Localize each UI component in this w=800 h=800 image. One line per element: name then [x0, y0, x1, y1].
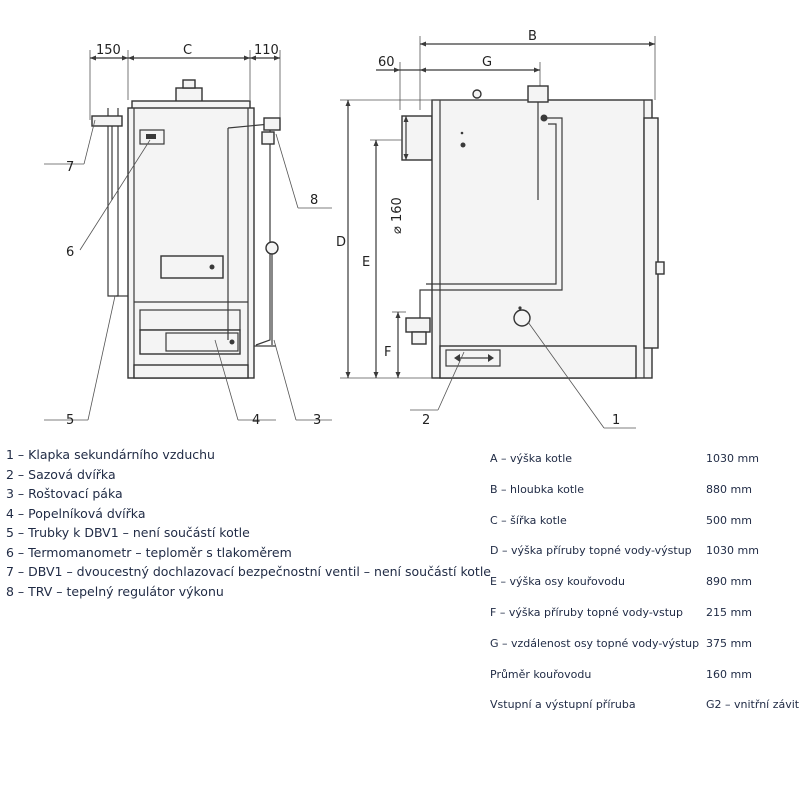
callout-3: 3: [313, 413, 321, 428]
dim-b: B: [528, 29, 537, 44]
spec-label: C – šířka kotle: [490, 513, 567, 527]
callout-4: 4: [252, 413, 260, 428]
dim-e: E: [362, 255, 370, 270]
spec-value: 160 mm: [706, 667, 752, 681]
legend-item: 5 – Trubky k DBV1 – není součástí kotle: [6, 525, 250, 540]
side-view: B 60 G: [336, 29, 665, 429]
spec-label: B – hloubka kotle: [490, 482, 585, 496]
dim-f: F: [384, 345, 391, 360]
spec-value: G2 – vnitřní závit: [706, 698, 800, 712]
spec-row: E – výška osy kouřovodu 890 mm: [490, 575, 800, 606]
front-view: 150 C 110: [44, 43, 332, 428]
spec-row: C – šířka kotle 500 mm: [490, 514, 800, 545]
spec-label: A – výška kotle: [490, 452, 573, 465]
spec-row: Průměr kouřovodu 160 mm: [490, 668, 800, 699]
callout-7: 7: [66, 160, 74, 175]
spec-label: D – výška příruby topné vody-výstup: [490, 544, 692, 558]
legend-item: 3 – Roštovací páka: [6, 486, 123, 501]
spec-row: A – výška kotle 1030 mm: [490, 452, 800, 483]
legend-item: 4 – Popelníková dvířka: [6, 505, 146, 521]
spec-value: 1030 mm: [706, 452, 759, 465]
boiler-technical-drawing: 150 C 110: [44, 29, 665, 429]
legend-item: 8 – TRV – tepelný regulátor výkonu: [6, 583, 224, 599]
dim-d: D: [336, 235, 346, 250]
callout-5: 5: [66, 413, 74, 428]
dim-diameter-160: ⌀ 160: [390, 197, 405, 234]
dim-110: 110: [254, 43, 279, 58]
spec-value: 1030 mm: [706, 544, 759, 558]
legend-item: 2 – Sazová dvířka: [6, 466, 116, 482]
parts-legend: 1 – Klapka sekundárního vzduchu 2 – Sazo…: [6, 445, 491, 601]
spec-table: A – výška kotle 1030 mm B – hloubka kotle…: [490, 452, 800, 729]
spec-label: G – vzdálenost osy topné vody-výstup: [490, 636, 700, 650]
legend-item: 6 – Termomanometr – teploměr s tlakoměre…: [6, 544, 292, 560]
dim-150: 150: [96, 43, 121, 58]
spec-label: E – výška osy kouřovodu: [490, 575, 625, 589]
spec-row: F – výška příruby topné vody-vstup 215 mm: [490, 606, 800, 637]
legend-item: 1 – Klapka sekundárního vzduchu: [6, 447, 215, 462]
spec-value: 375 mm: [706, 636, 752, 650]
dim-c: C: [183, 43, 192, 58]
legend-item: 7 – DBV1 – dvoucestný dochlazovací bezpe…: [6, 564, 491, 579]
callout-8: 8: [310, 193, 318, 208]
spec-value: 215 mm: [706, 605, 752, 619]
spec-row: G – vzdálenost osy topné vody-výstup 375 …: [490, 637, 800, 668]
callout-2: 2: [422, 413, 430, 428]
spec-label: Průměr kouřovodu: [490, 667, 592, 681]
spec-row: D – výška příruby topné vody-výstup 1030 …: [490, 544, 800, 575]
spec-row: B – hloubka kotle 880 mm: [490, 483, 800, 514]
spec-value: 880 mm: [706, 482, 752, 496]
spec-row: Vstupní a výstupní příruba G2 – vnitřní z…: [490, 698, 800, 729]
dim-60: 60: [378, 55, 395, 70]
spec-label: Vstupní a výstupní příruba: [490, 698, 636, 712]
spec-value: 500 mm: [706, 513, 752, 527]
callout-1: 1: [612, 413, 620, 428]
dim-g: G: [482, 55, 492, 70]
callout-6: 6: [66, 245, 74, 260]
spec-value: 890 mm: [706, 575, 752, 589]
spec-label: F – výška příruby topné vody-vstup: [490, 605, 684, 619]
